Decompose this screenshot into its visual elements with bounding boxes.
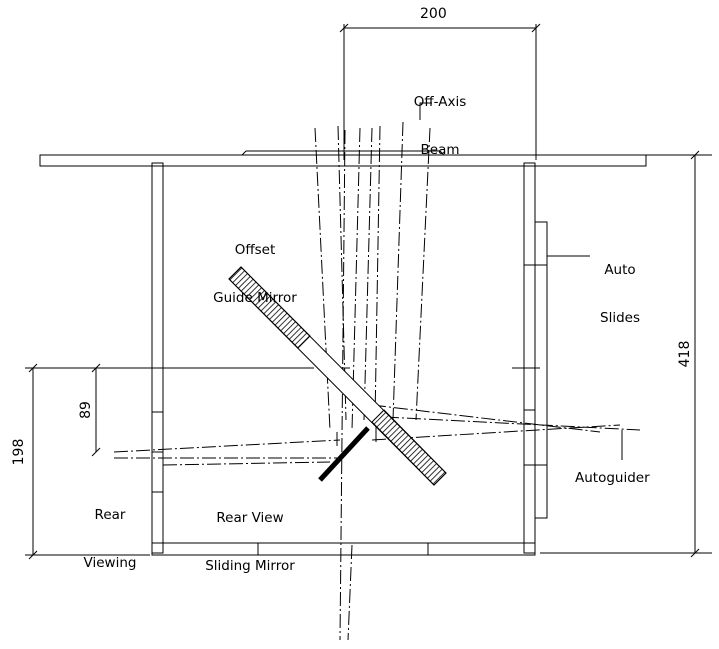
rear-view-sliding-mirror-label-line1: Rear View [216, 510, 284, 526]
dimension-line-89 [91, 363, 101, 457]
off-axis-beam-leader [419, 102, 432, 120]
right-wall [523, 162, 536, 554]
auto-slides-label-line2: Slides [600, 310, 640, 326]
auto-slides-label-line1: Auto [604, 262, 636, 278]
offset-guide-mirror-label-line1: Offset [234, 242, 276, 258]
offset-guide-mirror-label: Offset Guide Mirror [200, 210, 310, 322]
bottom-plate [151, 542, 536, 556]
rear-view-sliding-mirror-label-line2: Sliding Mirror [205, 558, 295, 574]
rear-view-sliding-mirror [318, 426, 370, 482]
dimension-line-418 [540, 150, 712, 558]
offset-guide-mirror [228, 266, 447, 486]
rear-view-sliding-mirror-label: Rear View Sliding Mirror [185, 478, 315, 590]
dimension-line-198 [25, 363, 300, 560]
rear-viewing-label: Rear Viewing [75, 475, 145, 587]
dim-89-label: 89 [78, 401, 94, 419]
dim-418-label: 418 [677, 340, 693, 368]
off-axis-beam-label-line1: Off-Axis [413, 94, 467, 110]
autoguider-label: Autoguider [575, 470, 650, 486]
dim-198-label: 198 [11, 438, 27, 466]
top-mounting-plate [39, 150, 647, 167]
off-axis-beam-label: Off-Axis Beam [395, 62, 485, 174]
auto-slides-label: Auto Slides [585, 230, 655, 342]
rear-viewing-label-line1: Rear [94, 507, 126, 523]
dim-200-label: 200 [420, 6, 447, 22]
rear-viewing-label-line2: Viewing [83, 555, 137, 571]
off-axis-beam-label-line2: Beam [420, 142, 460, 158]
offset-guide-mirror-label-line2: Guide Mirror [213, 290, 297, 306]
auto-slides-rail [534, 221, 548, 519]
dimension-line-200 [339, 23, 541, 160]
left-wall [151, 162, 164, 554]
